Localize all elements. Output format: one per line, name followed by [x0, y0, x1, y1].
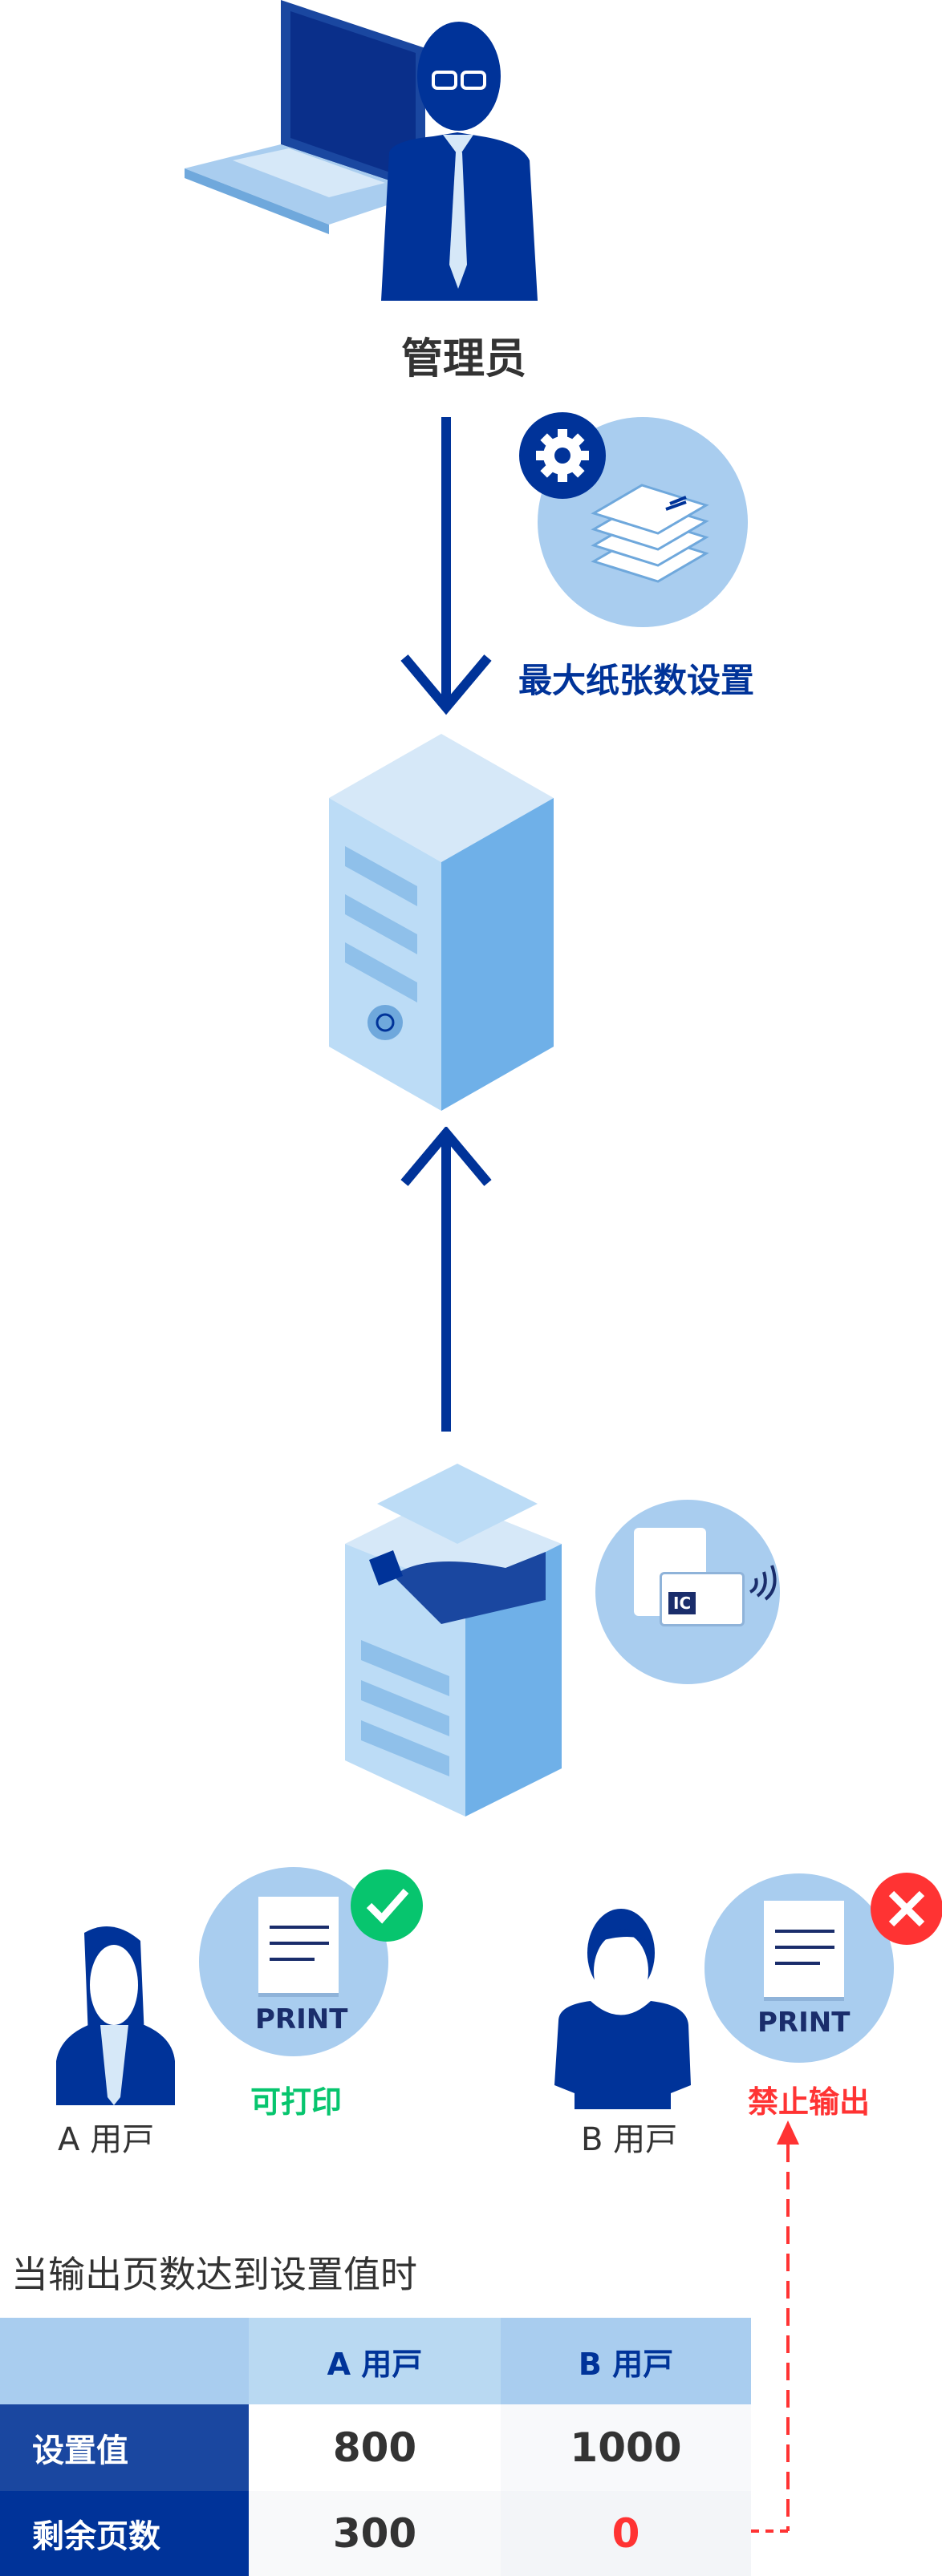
arrow-up-icon: [400, 1127, 492, 1432]
cell-b: 1000: [501, 2404, 751, 2491]
table-header-empty: [0, 2318, 249, 2404]
admin-label: 管理员: [401, 335, 527, 383]
table-title: 当输出页数达到设置值时: [11, 2253, 417, 2296]
table-row: 设置值 800 1000: [0, 2404, 751, 2491]
user-b-print-text: PRINT: [757, 2007, 851, 2039]
admin-illustration: [185, 0, 538, 301]
cell-a: 800: [249, 2404, 501, 2491]
user-b-avatar: [554, 1909, 691, 2109]
ic-card-text: IC: [668, 1592, 696, 1614]
table-header-a: A 用戸: [249, 2318, 501, 2404]
laptop-icon: [185, 0, 425, 234]
paper-stack-icon: [591, 484, 709, 583]
user-b-name: B 用戸: [581, 2121, 678, 2158]
dashed-arrow-icon: [751, 2120, 799, 2533]
admin-person-icon: [381, 22, 538, 301]
user-a-avatar: [56, 1926, 175, 2105]
printer-icon: [345, 1464, 562, 1817]
user-a-name: A 用戸: [58, 2121, 155, 2158]
user-a-status: 可打印: [250, 2084, 343, 2120]
close-icon: [871, 1873, 942, 1945]
wireless-icon: [749, 1565, 777, 1601]
user-b-document-icon: [764, 1901, 844, 2001]
check-icon: [351, 1869, 423, 1942]
user-a-document-icon: [258, 1897, 339, 1997]
settings-label: 最大纸张数设置: [518, 661, 755, 700]
user-a-print-text: PRINT: [255, 2003, 348, 2035]
table-header-b: B 用戸: [501, 2318, 751, 2404]
row-label: 剩余页数: [0, 2491, 249, 2576]
arrow-down-icon: [400, 417, 492, 715]
row-label: 设置值: [0, 2404, 249, 2491]
table-header-row: A 用戸 B 用戸: [0, 2318, 751, 2404]
user-b-status: 禁止输出: [748, 2084, 871, 2120]
cell-a: 300: [249, 2491, 501, 2576]
server-icon: [329, 734, 554, 1111]
table-row: 剩余页数 300 0: [0, 2491, 751, 2576]
ic-card-icon: IC: [660, 1572, 745, 1626]
cell-b: 0: [501, 2491, 751, 2576]
page-limit-table: A 用戸 B 用戸 设置值 800 1000 剩余页数 300 0: [0, 2318, 751, 2576]
gear-icon: [519, 412, 606, 499]
